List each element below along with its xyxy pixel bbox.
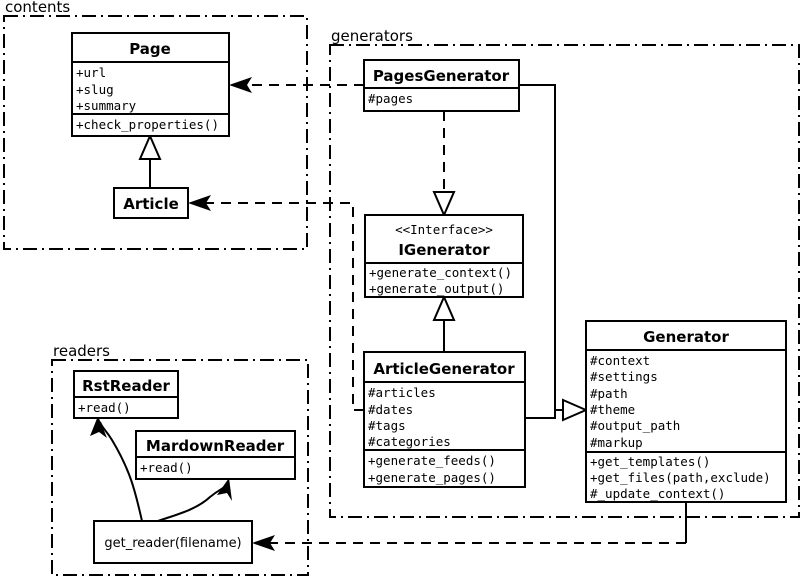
relation-generator-uses-get-reader xyxy=(252,502,687,551)
class-igenerator-method: +generate_context() xyxy=(369,265,512,280)
class-mardown-reader-title: MardownReader xyxy=(146,437,285,455)
class-page-attribute: +summary xyxy=(76,98,137,113)
hollow-triangle-arrowhead-icon xyxy=(562,398,589,422)
class-box-igenerator[interactable]: <<Interface>> IGenerator +generate_conte… xyxy=(364,214,524,298)
class-page-title: Page xyxy=(129,40,171,58)
class-generator-method: +get_templates() xyxy=(590,454,710,469)
class-mardown-reader-frame xyxy=(135,430,296,480)
class-box-article[interactable]: Article xyxy=(113,187,189,219)
class-page-attribute: +slug xyxy=(76,82,114,97)
class-generator-method: #_update_context() xyxy=(590,486,725,501)
class-page-frame xyxy=(71,32,230,137)
relation-pagesgenerator-realizes-igenerator xyxy=(432,111,456,218)
class-box-generator[interactable]: Generator #context #settings #path #them… xyxy=(585,320,787,503)
class-generator-attribute: #theme xyxy=(590,402,635,417)
class-generator-attribute: #output_path xyxy=(590,418,680,433)
function-box-get-reader[interactable]: get_reader(filename) xyxy=(93,520,253,564)
generalization-line xyxy=(519,84,565,411)
relation-get-reader-returns-mardown-reader xyxy=(157,478,232,522)
class-rst-reader-frame xyxy=(73,370,179,419)
package-readers-border xyxy=(51,359,309,576)
class-igenerator-method: +generate_output() xyxy=(369,281,504,296)
class-box-pages-generator[interactable]: PagesGenerator #pages xyxy=(363,59,520,112)
class-pages-generator-attribute: #pages xyxy=(368,91,413,106)
class-generator-attribute: #markup xyxy=(590,435,643,450)
solid-arrowhead-icon xyxy=(90,416,107,438)
function-get-reader-frame xyxy=(93,520,253,564)
class-box-rst-reader[interactable]: RstReader +read() xyxy=(73,370,179,419)
class-page-method: +check_properties() xyxy=(76,117,219,132)
hollow-triangle-arrowhead-icon xyxy=(138,133,162,160)
package-generators: generators xyxy=(329,27,800,518)
class-generator-attribute: #path xyxy=(590,386,628,401)
class-article-generator-method: +generate_pages() xyxy=(368,470,496,485)
relation-articlegenerator-extends-generator xyxy=(525,398,589,422)
package-contents-label: contents xyxy=(5,0,70,16)
hollow-triangle-arrowhead-icon xyxy=(432,191,456,218)
class-article-generator-attribute: #dates xyxy=(368,402,413,417)
class-rst-reader-title: RstReader xyxy=(82,377,170,395)
package-generators-label: generators xyxy=(331,27,413,45)
generalization-line xyxy=(525,410,556,419)
class-box-mardown-reader[interactable]: MardownReader +read() xyxy=(135,430,296,480)
relation-pagesgenerator-extends-generator xyxy=(519,84,565,411)
class-generator-frame xyxy=(585,320,787,503)
class-article-title: Article xyxy=(123,195,179,213)
class-mardown-reader-method: +read() xyxy=(140,460,193,475)
hollow-triangle-arrowhead-icon xyxy=(432,294,456,321)
open-arrowhead-icon xyxy=(229,77,252,93)
class-generator-title: Generator xyxy=(643,328,729,346)
class-article-generator-attribute: #tags xyxy=(368,418,406,433)
package-generators-border xyxy=(329,44,800,518)
relation-articlegenerator-uses-article xyxy=(188,195,364,411)
open-arrowhead-icon xyxy=(188,195,211,211)
class-page-attribute: +url xyxy=(76,65,106,80)
package-contents: contents xyxy=(3,0,308,250)
class-rst-reader-method: +read() xyxy=(78,400,131,415)
class-igenerator-stereotype: <<Interface>> xyxy=(395,222,493,237)
package-readers-label: readers xyxy=(53,342,110,360)
relation-get-reader-returns-rst-reader xyxy=(90,416,143,522)
class-pages-generator-frame xyxy=(363,59,520,112)
open-arrowhead-icon xyxy=(252,535,275,551)
function-get-reader-label: get_reader(filename) xyxy=(104,536,241,551)
package-readers: readers xyxy=(51,342,309,576)
class-article-generator-frame xyxy=(363,351,526,488)
class-generator-attribute: #settings xyxy=(590,369,658,384)
dependency-line xyxy=(205,202,364,411)
class-article-generator-method: +generate_feeds() xyxy=(368,453,496,468)
class-igenerator-frame xyxy=(364,214,524,298)
class-article-frame xyxy=(113,187,189,219)
package-contents-border xyxy=(3,15,308,250)
class-generator-attribute: #context xyxy=(590,353,650,368)
class-igenerator-title: IGenerator xyxy=(398,241,490,259)
class-article-generator-attribute: #categories xyxy=(368,434,451,449)
relation-articlegenerator-inherits-igenerator xyxy=(432,294,456,352)
class-article-generator-attribute: #articles xyxy=(368,385,436,400)
class-article-generator-title: ArticleGenerator xyxy=(373,360,515,378)
class-pages-generator-title: PagesGenerator xyxy=(373,67,510,85)
solid-arrowhead-icon xyxy=(217,478,232,501)
relation-article-inherits-page xyxy=(138,133,162,188)
class-generator-method: +get_files(path,exclude) xyxy=(590,470,771,485)
class-box-article-generator[interactable]: ArticleGenerator #articles #dates #tags … xyxy=(363,351,526,488)
class-box-page[interactable]: Page +url +slug +summary +check_properti… xyxy=(71,32,230,137)
curved-arrow-line xyxy=(99,421,143,522)
relation-pagesgenerator-uses-page xyxy=(229,77,364,93)
